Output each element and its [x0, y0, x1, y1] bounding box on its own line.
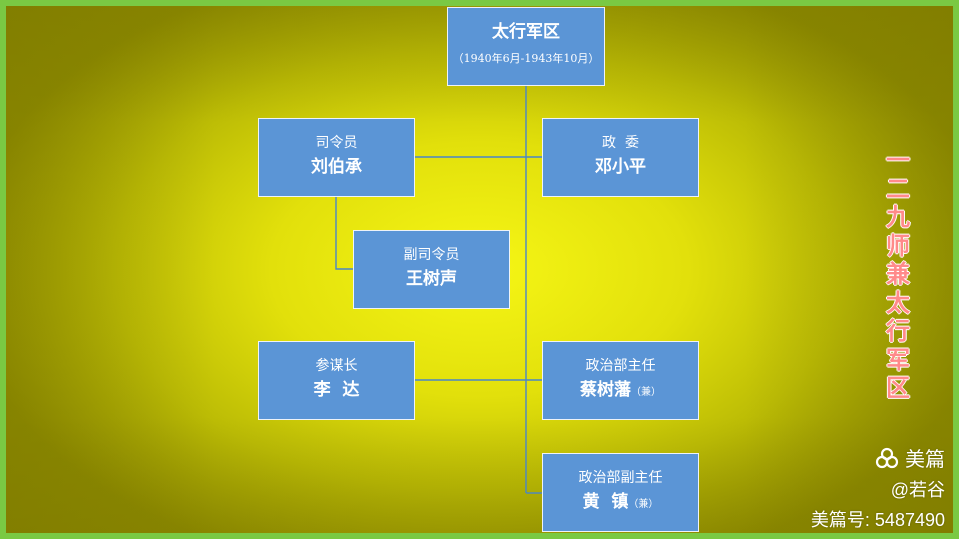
org-box-political-dept-director: 政治部主任 蔡树藩（兼）: [542, 341, 699, 420]
person-name: 邓小平: [595, 157, 646, 177]
watermark-id: 美篇号: 5487490: [810, 510, 945, 530]
person-name: 黄 镇: [582, 492, 629, 512]
org-period: （1940年6月-1943年10月）: [452, 52, 600, 65]
role-label: 政治部副主任: [578, 470, 663, 486]
org-box-commander: 司令员 刘伯承: [258, 118, 415, 197]
org-title: 太行军区: [492, 22, 560, 42]
slide-background: 太行军区 （1940年6月-1943年10月） 司令员 刘伯承 政 委 邓小平 …: [6, 6, 953, 533]
meipian-logo-icon: [875, 447, 899, 468]
concurrent-note: （兼）: [628, 499, 659, 510]
role-label: 司令员: [315, 135, 358, 151]
person-name: 刘伯承: [311, 157, 362, 177]
person-name: 李 达: [313, 380, 360, 400]
person-line: 蔡树藩（兼）: [543, 380, 698, 403]
org-box-political-dept-deputy-director: 政治部副主任 黄 镇（兼）: [542, 453, 699, 532]
watermark-brand: 美篇: [905, 449, 945, 471]
concurrent-note: （兼）: [631, 387, 661, 398]
role-label: 副司令员: [403, 247, 460, 263]
connector-lines: [335, 85, 542, 494]
role-label: 政治部主任: [585, 358, 656, 374]
vertical-side-title: 一二九师兼太行军区: [886, 146, 910, 402]
role-label: 政 委: [602, 135, 639, 151]
org-box-taihang-military-region: 太行军区 （1940年6月-1943年10月）: [447, 7, 605, 86]
meipian-watermark: 美篇: [875, 443, 945, 472]
person-name: 蔡树藩: [580, 380, 631, 400]
org-box-deputy-commander: 副司令员 王树声: [353, 230, 510, 309]
person-name: 王树声: [406, 269, 457, 289]
watermark-user: @若谷: [890, 480, 945, 500]
person-line: 黄 镇（兼）: [543, 492, 698, 515]
role-label: 参谋长: [315, 358, 358, 374]
deputy-commander-line: [335, 197, 353, 270]
org-box-political-commissar: 政 委 邓小平: [542, 118, 699, 197]
org-box-chief-of-staff: 参谋长 李 达: [258, 341, 415, 420]
